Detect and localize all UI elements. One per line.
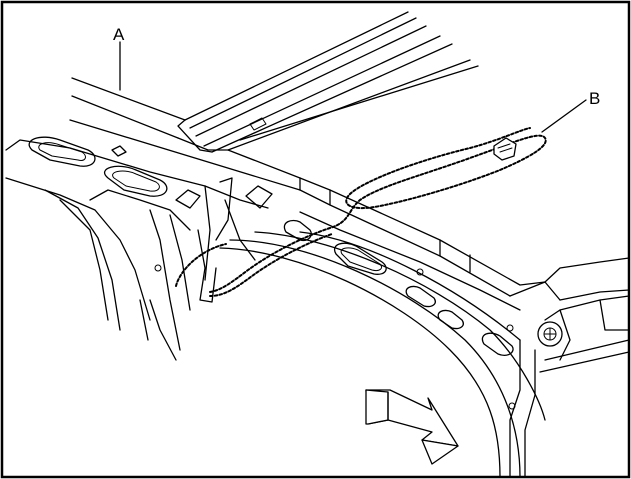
harness-clip	[154, 177, 233, 303]
left-inner-panel	[5, 139, 269, 361]
callout-b: B	[541, 89, 600, 133]
right-rear-pillar	[508, 295, 630, 478]
callout-a-label: A	[113, 25, 125, 44]
header-openings	[28, 136, 514, 356]
callout-b-leader	[541, 99, 587, 133]
wiring-harness	[175, 127, 547, 297]
callout-b-label: B	[589, 89, 600, 108]
callout-a: A	[113, 25, 125, 91]
roof-header-panel	[69, 77, 630, 311]
harness-connector	[493, 137, 517, 161]
view-direction-arrow	[365, 389, 459, 465]
roof-side-rail	[177, 11, 479, 153]
rear-opening-arch	[219, 231, 546, 478]
